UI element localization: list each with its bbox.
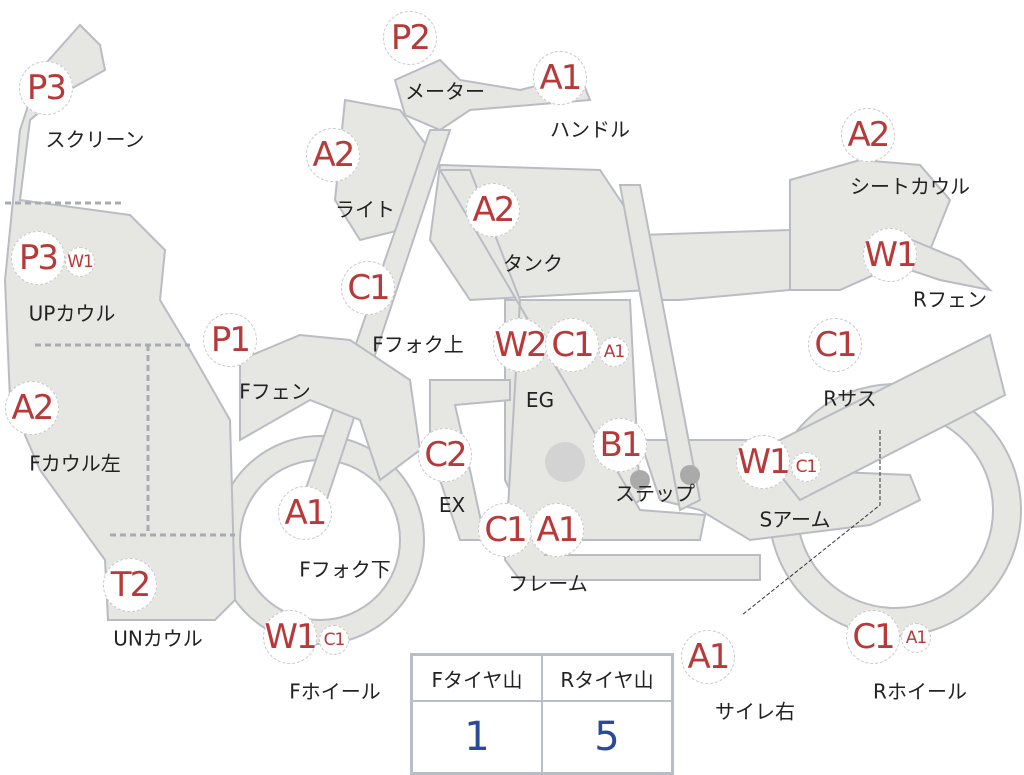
part-label: フレーム xyxy=(508,571,588,596)
part-label: Rサス xyxy=(823,386,877,411)
damage-code-badge: A2 xyxy=(466,183,520,237)
damage-code-badge: A1 xyxy=(278,486,332,540)
damage-code-badge: C1 xyxy=(341,261,395,315)
front-tire-value: 1 xyxy=(410,700,543,775)
part-label: EX xyxy=(438,493,466,517)
damage-code-badge: A1 xyxy=(681,630,735,684)
damage-code-badge: A2 xyxy=(841,108,895,162)
damage-code-badge: P2 xyxy=(383,11,437,65)
rear-tire-value: 5 xyxy=(541,700,674,775)
damage-code-badge: C1 xyxy=(478,503,532,557)
damage-code-badge: C1 xyxy=(545,318,599,372)
part-label: サイレ右 xyxy=(715,699,795,724)
part-label: Fフォク下 xyxy=(299,557,391,582)
damage-code-badge: A1 xyxy=(901,623,931,653)
part-label: スクリーン xyxy=(45,127,145,152)
part-label: UPカウル xyxy=(28,301,116,326)
part-label: EG xyxy=(525,388,555,412)
rear-tire-header: Rタイヤ山 xyxy=(541,653,674,702)
damage-code-badge: A1 xyxy=(530,503,584,557)
damage-code-badge: A2 xyxy=(306,128,360,182)
part-label: メーター xyxy=(405,79,485,104)
damage-code-badge: W1 xyxy=(263,610,318,664)
damage-code-badge: W1 xyxy=(65,247,95,277)
part-label: シートカウル xyxy=(850,174,970,199)
part-label: Fフェン xyxy=(239,379,311,404)
damage-code-badge: C1 xyxy=(846,610,900,664)
part-label: UNカウル xyxy=(113,626,203,651)
front-tire-header: Fタイヤ山 xyxy=(410,653,543,702)
damage-code-badge: C1 xyxy=(319,625,349,655)
damage-code-badge: C1 xyxy=(808,318,862,372)
damage-code-badge: P1 xyxy=(203,313,257,367)
part-label: タンク xyxy=(503,251,563,276)
part-label: ハンドル xyxy=(550,117,630,142)
damage-code-badge: C2 xyxy=(418,428,472,482)
part-label: Fカウル左 xyxy=(29,451,121,476)
part-label: Fフォク上 xyxy=(372,332,464,357)
damage-code-badge: P3 xyxy=(11,231,65,285)
damage-code-badge: W1 xyxy=(736,435,791,489)
damage-code-badge: W2 xyxy=(493,318,548,372)
part-label: Rホイール xyxy=(873,679,967,704)
damage-code-badge: B1 xyxy=(593,418,647,472)
part-label: Rフェン xyxy=(913,287,987,312)
damage-code-badge: P3 xyxy=(19,61,73,115)
part-label: Fホイール xyxy=(289,679,381,704)
damage-code-badge: A2 xyxy=(5,381,59,435)
damage-code-badge: A1 xyxy=(599,337,629,367)
damage-code-badge: C1 xyxy=(791,452,821,482)
part-label: ステップ xyxy=(615,481,695,506)
damage-code-badge: A1 xyxy=(533,51,587,105)
damage-code-badge: T2 xyxy=(103,558,157,612)
damage-code-badge: W1 xyxy=(863,228,918,282)
tire-tread-table: Fタイヤ山 Rタイヤ山 1 5 xyxy=(410,653,674,775)
part-label: ライト xyxy=(335,197,395,222)
part-label: Sアーム xyxy=(759,507,831,532)
